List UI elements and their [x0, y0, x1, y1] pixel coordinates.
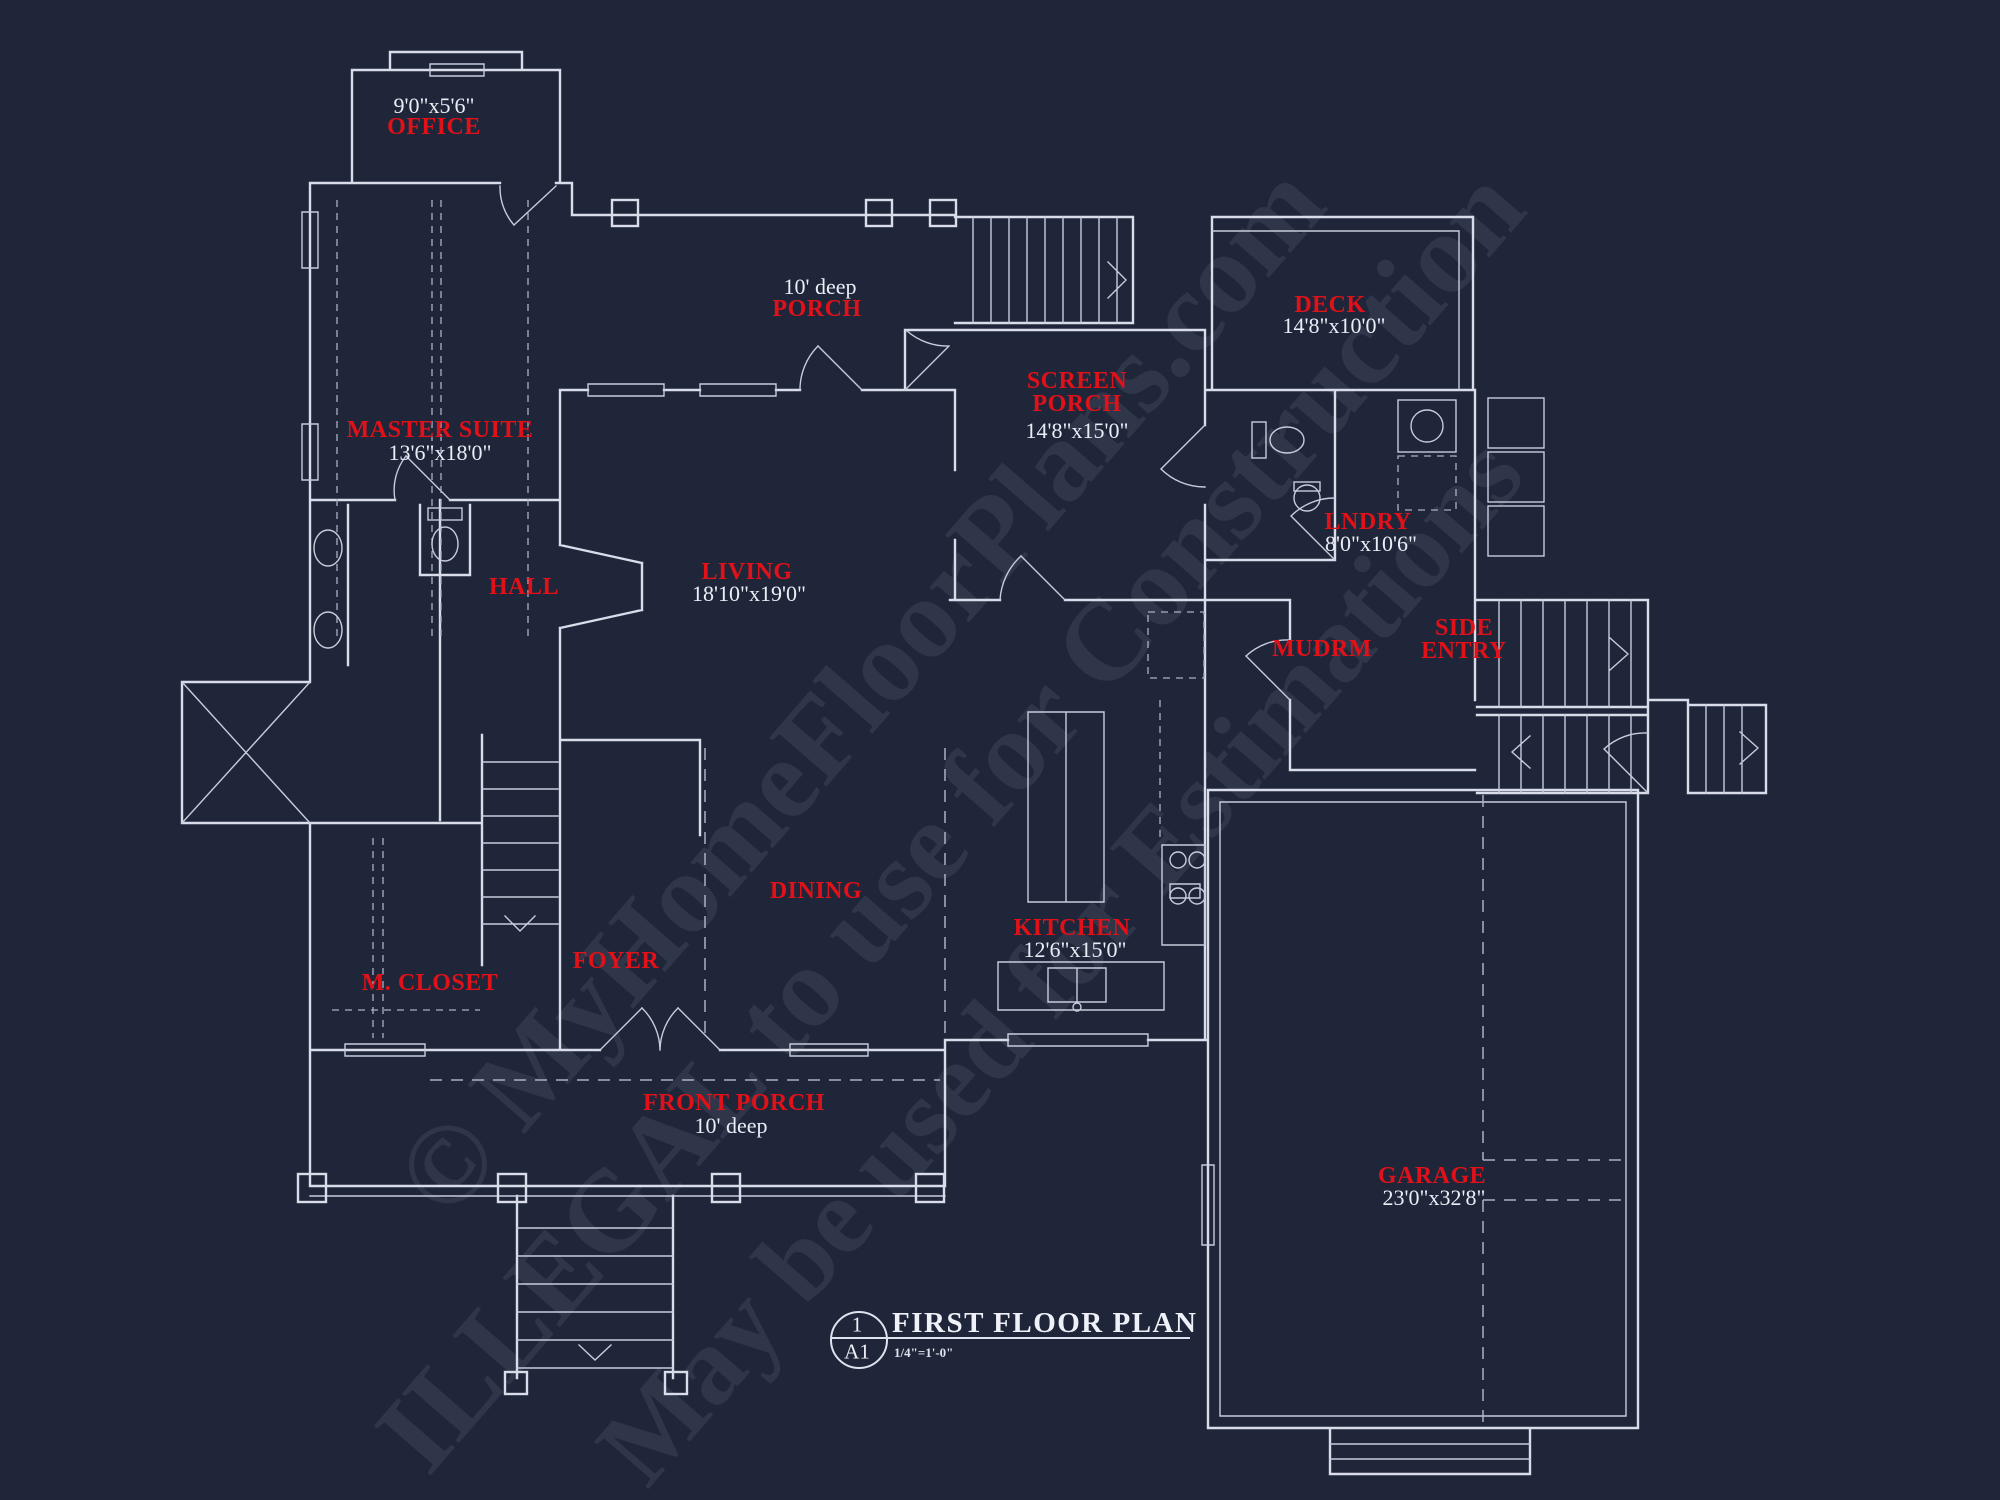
- room-dims-front-porch: 10' deep: [694, 1113, 768, 1138]
- drawing-scale: 1/4"=1'-0": [894, 1345, 954, 1360]
- bathroom-fixtures: [313, 421, 1321, 649]
- dashed-detail-lines: [332, 200, 1457, 1038]
- room-dims-master-suite: 13'6"x18'0": [388, 440, 492, 465]
- title-underline: [832, 1337, 1190, 1339]
- room-label-foyer: FOYER: [572, 948, 660, 974]
- room-label-m-closet: M. CLOSET: [361, 970, 499, 996]
- room-label-garage: GARAGE: [1377, 1163, 1487, 1189]
- porch-posts: [296, 198, 958, 1396]
- room-label-office: OFFICE: [387, 114, 481, 140]
- room-label-mudrm: MUDRM: [1272, 636, 1372, 662]
- room-label-screen-porch: SCREEN PORCH: [1026, 368, 1128, 417]
- room-dims-living: 18'10"x19'0": [692, 581, 806, 606]
- detail-lines: [181, 63, 1760, 1460]
- room-dims-deck: 14'8"x10'0": [1282, 313, 1386, 338]
- room-label-lndry: LNDRY: [1324, 509, 1412, 535]
- room-label-dining: DINING: [769, 878, 863, 904]
- room-label-master-suite: MASTER SUITE: [346, 417, 534, 443]
- room-label-hall: HALL: [488, 574, 560, 600]
- room-dims-porch: 10' deep: [783, 274, 857, 299]
- room-label-kitchen: KITCHEN: [1013, 915, 1131, 941]
- detail-number: 1: [851, 1312, 863, 1337]
- detail-callout-bubble: [830, 1311, 888, 1369]
- room-dims-garage: 23'0"x32'8": [1382, 1185, 1486, 1210]
- laundry-appliances: [1397, 397, 1545, 557]
- door-swings: [393, 185, 1649, 1051]
- room-label-deck: DECK: [1294, 292, 1366, 318]
- room-dims-lndry: 8'0"x10'6": [1325, 531, 1417, 556]
- room-dims-screen-porch: 14'8"x15'0": [1025, 418, 1129, 443]
- room-label-side-entry: SIDE ENTRY: [1421, 615, 1507, 664]
- wall-lines: [180, 50, 1768, 1476]
- room-label-front-porch: FRONT PORCH: [643, 1090, 825, 1116]
- kitchen-appliances: [1072, 851, 1206, 1012]
- room-label-porch: PORCH: [772, 296, 862, 322]
- sheet-number: A1: [844, 1339, 870, 1364]
- room-label-living: LIVING: [701, 559, 793, 585]
- dashed-overhead-lines: [430, 748, 1626, 1424]
- room-dims-office: 9'0"x5'6": [393, 93, 475, 118]
- room-dims-kitchen: 12'6"x15'0": [1023, 937, 1127, 962]
- drawing-title: FIRST FLOOR PLAN: [892, 1307, 1198, 1339]
